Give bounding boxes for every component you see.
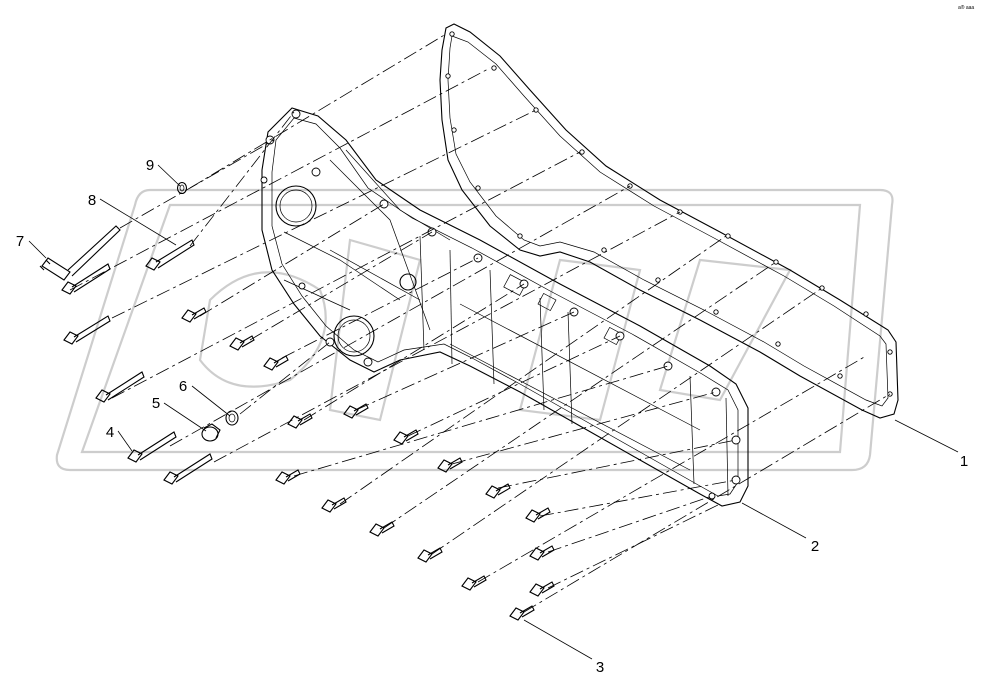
callout-number-4: 4 [106,424,114,441]
bolt-part-4 [127,431,177,463]
cover-bolt-bosses [260,109,741,500]
callout-leader-8 [99,198,177,246]
corner-code: a® aaa [958,4,974,11]
callout-labels: 1 2 3 4 5 6 7 8 9 [16,157,968,676]
gasket-bolt-holes [445,31,893,397]
assembly-axis-lines [69,33,891,613]
callout-leader-6 [191,385,231,417]
bolt-part-7 [39,225,121,281]
callout-leader-5 [163,402,207,432]
callout-leader-4 [117,430,133,452]
callout-leader-1 [894,419,959,453]
cover-part-2 [261,107,749,507]
washer-part-6 [225,410,239,426]
callout-number-7: 7 [16,233,24,250]
long-bolts [39,225,213,485]
bolt-part-8 [145,239,195,271]
callout-number-1: 1 [960,453,968,470]
gasket-part-1 [439,23,899,419]
plug-part-5 [201,423,221,442]
callout-leader-7 [28,240,47,259]
callout-leader-2 [741,502,807,539]
callout-number-8: 8 [88,192,96,209]
callout-number-3: 3 [596,659,604,676]
callout-leader-9 [157,164,181,187]
short-bolts [181,307,555,621]
callout-number-2: 2 [811,538,819,555]
callout-number-5: 5 [152,395,160,412]
callout-leader-3 [523,619,593,660]
watermark-logo [55,188,894,472]
ring-part-9 [176,181,188,195]
callout-number-9: 9 [146,157,154,174]
callout-number-6: 6 [179,378,187,395]
